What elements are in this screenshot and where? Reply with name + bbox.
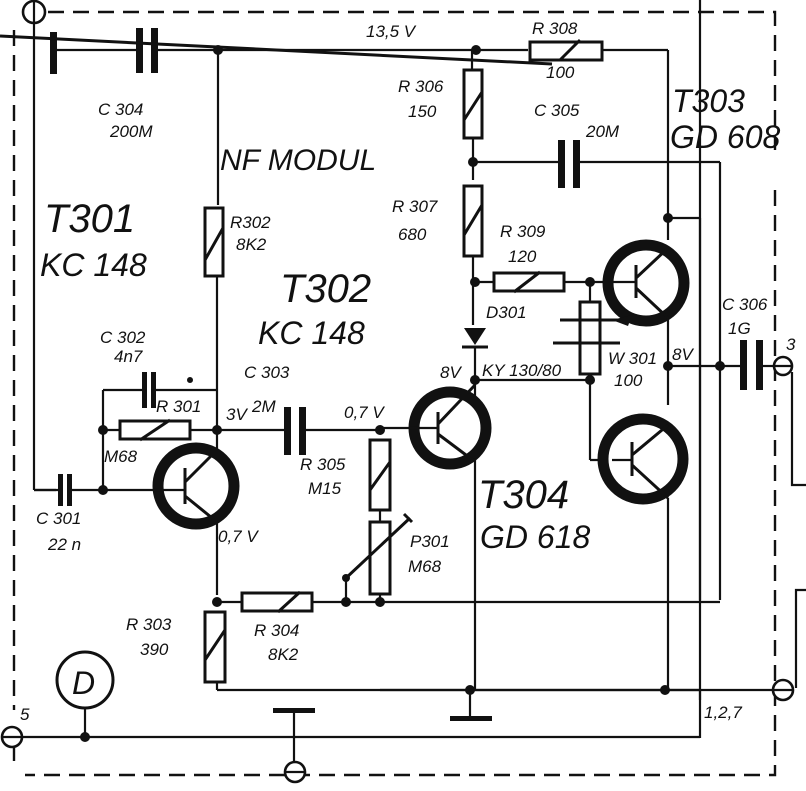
t302-label: T302 bbox=[280, 267, 371, 311]
c304-label: C 304 bbox=[98, 100, 143, 119]
c306-label: C 306 bbox=[722, 295, 768, 314]
output-voltage: 8V bbox=[672, 345, 694, 364]
capacitor-c306: C 306 1G bbox=[722, 295, 775, 390]
marker-d: D bbox=[55, 650, 115, 742]
c302-value: 4n7 bbox=[114, 347, 143, 366]
junction-dot bbox=[375, 425, 385, 435]
c305-value: 20M bbox=[585, 122, 620, 141]
transistor-t301: 0,7 V bbox=[98, 442, 259, 546]
marker-d-label: D bbox=[72, 665, 95, 701]
capacitor-c305: C 305 20M bbox=[473, 101, 722, 600]
c301-value: 22 n bbox=[47, 535, 81, 554]
r309-value: 120 bbox=[508, 247, 537, 266]
t303-type: GD 608 bbox=[670, 119, 780, 155]
output-terminal[interactable]: 3 bbox=[772, 335, 796, 377]
resistor-r307: R 307 680 bbox=[392, 184, 484, 325]
junction-dot bbox=[585, 375, 595, 385]
c306-value: 1G bbox=[728, 319, 751, 338]
d301-type: KY 130/80 bbox=[482, 361, 562, 380]
p301-label: P301 bbox=[410, 532, 450, 551]
resistor-r305: R 305 M15 bbox=[300, 438, 392, 522]
supply-terminal[interactable] bbox=[21, 0, 47, 25]
d301-voltage: 8V bbox=[440, 363, 462, 382]
t302-base-voltage: 0,7 V bbox=[344, 403, 385, 422]
resistor-r306: R 306 150 bbox=[398, 68, 484, 180]
r304-label: R 304 bbox=[254, 621, 299, 640]
w301-value: 100 bbox=[614, 371, 643, 390]
input-terminal[interactable]: 5 bbox=[0, 705, 30, 749]
resistor-r301: R 301 M68 bbox=[98, 390, 222, 490]
ground-terminal[interactable] bbox=[771, 678, 795, 702]
r303-value: 390 bbox=[140, 640, 169, 659]
module-title: NF MODUL bbox=[220, 144, 376, 177]
c303-value: 2M bbox=[251, 397, 276, 416]
input-terminal-label: 5 bbox=[20, 705, 30, 724]
r307-label: R 307 bbox=[392, 197, 438, 216]
junction-dot bbox=[471, 45, 481, 55]
transistor-t304: T304 GD 618 bbox=[478, 413, 689, 690]
r303-label: R 303 bbox=[126, 615, 172, 634]
capacitor-c301: C 301 22 n bbox=[34, 474, 103, 554]
output-terminal-label: 3 bbox=[786, 335, 796, 354]
p301-value: M68 bbox=[408, 557, 442, 576]
r305-value: M15 bbox=[308, 479, 342, 498]
r308-value: 100 bbox=[546, 63, 575, 82]
supply-voltage-label: 13,5 V bbox=[366, 22, 417, 41]
junction-dot bbox=[187, 377, 193, 383]
t304-type: GD 618 bbox=[480, 519, 590, 555]
r307-value: 680 bbox=[398, 225, 427, 244]
capacitor-c304: C 304 200M bbox=[50, 28, 158, 141]
r302-value: 8K2 bbox=[236, 235, 267, 254]
r302-label: R302 bbox=[230, 213, 271, 232]
r305-label: R 305 bbox=[300, 455, 346, 474]
r306-value: 150 bbox=[408, 102, 437, 121]
resistor-r308: R 308 100 bbox=[0, 19, 604, 82]
r301-label: R 301 bbox=[156, 397, 201, 416]
chassis-ground bbox=[273, 708, 315, 762]
d301-label: D301 bbox=[486, 303, 527, 322]
w301-label: W 301 bbox=[608, 349, 657, 368]
junction-dot bbox=[660, 685, 670, 695]
r306-label: R 306 bbox=[398, 77, 444, 96]
resistor-r309: R 309 120 bbox=[475, 222, 610, 294]
junction-dot bbox=[715, 361, 725, 371]
transistor-t302 bbox=[380, 383, 492, 470]
t302-type: KC 148 bbox=[258, 315, 365, 351]
bottom-terminal[interactable] bbox=[283, 760, 307, 784]
c303-label: C 303 bbox=[244, 363, 290, 382]
r308-label: R 308 bbox=[532, 19, 578, 38]
resistor-r304: R 304 8K2 bbox=[212, 578, 720, 664]
resistor-r303: R 303 390 bbox=[126, 610, 700, 692]
c301-label: C 301 bbox=[36, 509, 81, 528]
t301-type: KC 148 bbox=[40, 247, 147, 283]
r304-value: 8K2 bbox=[268, 645, 299, 664]
t301-emitter-voltage: 0,7 V bbox=[218, 527, 259, 546]
potentiometer-p301: P301 M68 bbox=[342, 512, 450, 602]
resistor-r302: R302 8K2 bbox=[203, 206, 271, 595]
t304-label: T304 bbox=[478, 473, 569, 517]
r309-label: R 309 bbox=[500, 222, 546, 241]
junction-dot bbox=[80, 732, 90, 742]
ground-terminal-label: 1,2,7 bbox=[704, 703, 742, 722]
capacitor-c302: C 302 4n7 bbox=[100, 328, 217, 408]
junction-dot bbox=[375, 597, 385, 607]
t301-collector-voltage: 3V bbox=[226, 405, 248, 424]
r301-value: M68 bbox=[104, 447, 138, 466]
t301-label: T301 bbox=[44, 197, 135, 241]
ground-rail: 1,2,7 bbox=[380, 0, 775, 738]
c302-label: C 302 bbox=[100, 328, 146, 347]
c304-value: 200M bbox=[109, 122, 153, 141]
module-boundary bbox=[12, 10, 777, 777]
t303-label: T303 bbox=[672, 83, 745, 119]
diode-d301: D301 KY 130/80 8V bbox=[440, 303, 562, 580]
c305-label: C 305 bbox=[534, 101, 580, 120]
capacitor-c303: C 303 2M bbox=[217, 363, 385, 455]
